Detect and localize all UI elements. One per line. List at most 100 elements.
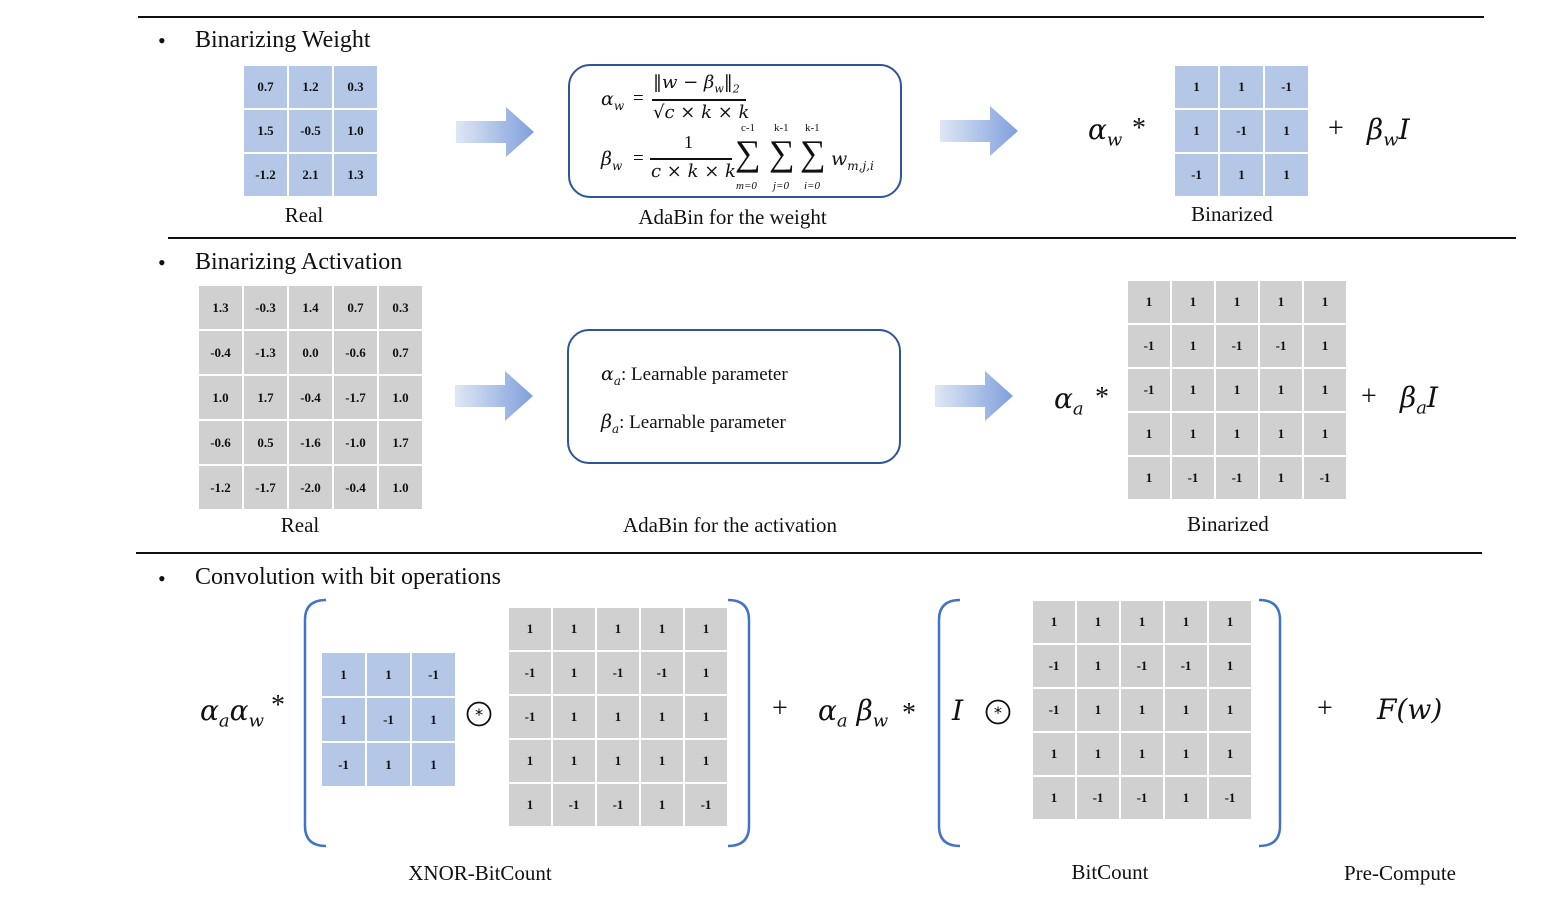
- matrix-cell: 1: [1172, 281, 1214, 323]
- matrix-cell: 1: [641, 608, 683, 650]
- matrix-cell: -0.4: [199, 331, 242, 374]
- matrix-cell: 2.1: [289, 154, 332, 196]
- matrix-cell: -1: [641, 652, 683, 694]
- matrix-cell: 1: [412, 698, 455, 741]
- matrix-cell: 1: [1165, 601, 1207, 643]
- matrix-cell: 1: [1165, 689, 1207, 731]
- matrix-cell: -1.0: [334, 421, 377, 464]
- caption-xnor-bitcount: XNOR-BitCount: [408, 861, 552, 885]
- right-bracket-icon: [1258, 598, 1282, 848]
- matrix-cell: 1: [1304, 325, 1346, 367]
- matrix-cell: 1.0: [379, 376, 422, 419]
- identity-symbol: I: [952, 694, 964, 727]
- matrix-cell: -1: [412, 653, 455, 696]
- section-title-weight: Binarizing Weight: [195, 27, 371, 53]
- matrix-cell: 1: [553, 608, 595, 650]
- matrix-cell: 1: [1128, 281, 1170, 323]
- divider-bottom: [136, 552, 1482, 554]
- plus-sign: +: [1361, 381, 1377, 412]
- matrix-cell: 1: [367, 743, 410, 786]
- matrix-cell: -1.7: [334, 376, 377, 419]
- matrix-cell: -1: [1121, 777, 1163, 819]
- matrix-cell: 1: [1209, 645, 1251, 687]
- matrix-cell: 1: [1260, 281, 1302, 323]
- matrix-cell: 0.7: [379, 331, 422, 374]
- matrix-cell: 1: [367, 653, 410, 696]
- matrix-cell: 1.0: [199, 376, 242, 419]
- matrix-cell: -1: [1128, 369, 1170, 411]
- matrix-cell: 0.3: [379, 286, 422, 329]
- matrix-cell: 1: [1077, 689, 1119, 731]
- beta-w-identity: βwI: [1367, 113, 1410, 151]
- matrix-cell: 0.7: [334, 286, 377, 329]
- matrix-cell: 1: [1033, 601, 1075, 643]
- matrix-cell: -1: [322, 743, 365, 786]
- matrix-cell: -1: [1265, 66, 1308, 108]
- matrix-cell: -0.6: [199, 421, 242, 464]
- caption-activation-adabin: AdaBin for the activation: [622, 513, 838, 537]
- matrix-cell: 1: [641, 740, 683, 782]
- left-bracket-icon: [937, 598, 961, 848]
- matrix-cell: 1: [641, 696, 683, 738]
- xnor-conv-operator-icon: *: [465, 700, 493, 733]
- matrix-cell: 1.5: [244, 110, 287, 152]
- matrix-cell: 1: [1172, 413, 1214, 455]
- matrix-cell: 1: [1165, 733, 1207, 775]
- matrix-cell: 1: [685, 696, 727, 738]
- matrix-cell: 1: [553, 652, 595, 694]
- matrix-cell: 1: [641, 784, 683, 826]
- w-mji-term: wm,j,i: [831, 148, 874, 173]
- caption-weight-real: Real: [284, 203, 324, 227]
- matrix-cell: 1: [1265, 154, 1308, 196]
- caption-weight-adabin: AdaBin for the weight: [638, 205, 827, 229]
- matrix-cell: 1: [1172, 369, 1214, 411]
- matrix-cell: -1.2: [199, 466, 242, 509]
- sum1-bottom: m=0: [736, 180, 757, 192]
- caption-activation-real: Real: [280, 513, 320, 537]
- matrix-cell: -0.3: [244, 286, 287, 329]
- matrix-cell: 1: [322, 653, 365, 696]
- sum3-top: k-1: [805, 122, 820, 134]
- matrix-cell: 1: [1304, 369, 1346, 411]
- plus-sign: +: [772, 693, 788, 724]
- matrix-cell: 1.0: [379, 466, 422, 509]
- matrix-cell: 1: [1175, 66, 1218, 108]
- matrix-cell: -1: [1216, 325, 1258, 367]
- matrix-cell: 1: [1128, 457, 1170, 499]
- matrix-cell: 1: [412, 743, 455, 786]
- matrix-cell: -1: [1220, 110, 1263, 152]
- caption-bitcount: BitCount: [1071, 860, 1149, 884]
- matrix-cell: 1: [509, 608, 551, 650]
- matrix-cell: -1.2: [244, 154, 287, 196]
- matrix-cell: -1: [1077, 777, 1119, 819]
- matrix-cell: -1.3: [244, 331, 287, 374]
- matrix-cell: -2.0: [289, 466, 332, 509]
- matrix-cell: 1: [1260, 457, 1302, 499]
- matrix-cell: -1: [1033, 689, 1075, 731]
- matrix-cell: -1: [1172, 457, 1214, 499]
- matrix-cell: 1: [553, 696, 595, 738]
- matrix-cell: -1: [685, 784, 727, 826]
- sum2-bottom: j=0: [773, 180, 789, 192]
- bitcount-conv-operator-icon: *: [984, 698, 1012, 731]
- matrix-cell: 1: [1216, 369, 1258, 411]
- matrix-cell: 1: [1304, 281, 1346, 323]
- beta-w-denominator: c × k × k: [651, 161, 736, 182]
- matrix-cell: 1: [1260, 413, 1302, 455]
- matrix-cell: 1: [509, 740, 551, 782]
- beta-a-definition: βa: Learnable parameter: [601, 411, 786, 436]
- divider-top: [138, 16, 1484, 18]
- multiply-star: *: [271, 690, 285, 721]
- bullet-activation: •: [158, 250, 166, 275]
- matrix-cell: -1: [553, 784, 595, 826]
- right-bracket-icon: [727, 598, 751, 848]
- matrix-cell: 1: [553, 740, 595, 782]
- section-title-activation: Binarizing Activation: [195, 249, 403, 275]
- multiply-star: *: [1132, 113, 1146, 144]
- multiply-star: *: [1095, 382, 1109, 413]
- matrix-cell: -1: [597, 784, 639, 826]
- bullet-weight: •: [158, 28, 166, 53]
- matrix-cell: 1: [1260, 369, 1302, 411]
